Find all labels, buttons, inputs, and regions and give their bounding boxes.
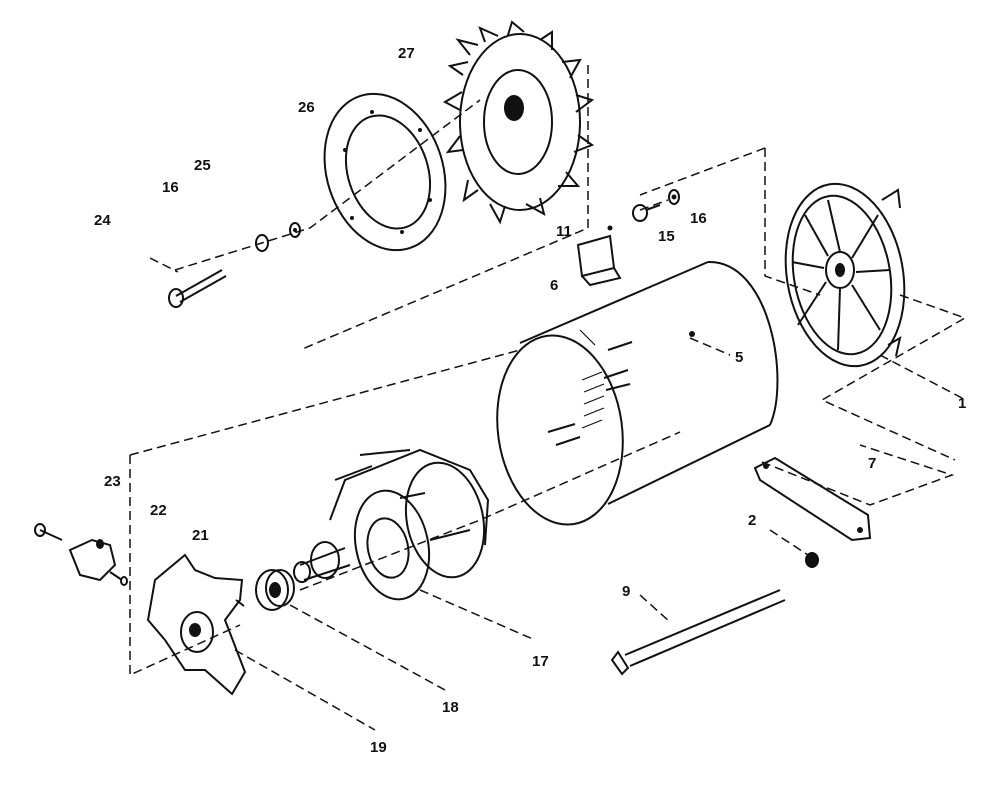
washer-25-part [255, 222, 301, 252]
washer-16-part [668, 189, 680, 205]
assembly-lines [129, 65, 967, 731]
label-part-21: 21 [192, 527, 209, 544]
label-part-19: 19 [370, 739, 387, 756]
brush-holder-part [576, 225, 622, 287]
label-part-15: 15 [658, 228, 675, 245]
ring-plate-part [323, 92, 447, 252]
label-part-23: 23 [104, 473, 121, 490]
label-part-16-right: 16 [690, 210, 707, 227]
nut-part [805, 552, 819, 568]
label-part-25: 25 [194, 157, 211, 174]
label-part-22: 22 [150, 502, 167, 519]
label-part-1: 1 [958, 395, 966, 412]
armature-part [293, 448, 490, 601]
part-labels: 1 2 5 6 7 9 11 15 16 16 17 18 19 21 22 2… [94, 45, 966, 756]
bolt-24-part [168, 269, 227, 308]
label-part-9: 9 [622, 583, 630, 600]
label-part-6: 6 [550, 277, 558, 294]
label-part-26: 26 [298, 99, 315, 116]
label-part-2: 2 [748, 512, 756, 529]
label-part-7: 7 [868, 455, 876, 472]
end-bell-part [784, 182, 906, 368]
through-bolt-part [610, 589, 786, 676]
strap-part [753, 456, 872, 542]
bearing-part [255, 569, 295, 611]
label-part-17: 17 [532, 653, 549, 670]
label-part-24: 24 [94, 212, 111, 229]
label-part-27: 27 [398, 45, 415, 62]
label-part-16-left: 16 [162, 179, 179, 196]
label-part-11: 11 [556, 223, 572, 240]
brush-holder-left-part [34, 523, 128, 586]
stator-housing-part [496, 260, 779, 526]
label-part-5: 5 [735, 349, 743, 366]
fan-part [442, 20, 595, 225]
label-part-18: 18 [442, 699, 459, 716]
bolt-15-part [632, 204, 661, 222]
brush-plate-part [146, 553, 247, 696]
